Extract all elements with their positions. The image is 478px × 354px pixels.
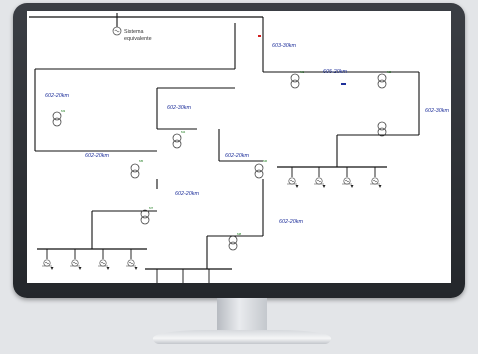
transformer-icon[interactable] <box>140 209 150 225</box>
transformer-icon[interactable] <box>290 73 300 89</box>
svg-text:M5: M5 <box>139 159 143 163</box>
equivalent-source[interactable]: Sistema equivalente <box>112 13 152 42</box>
load-group-west[interactable] <box>41 249 138 270</box>
line-label-2: 605-20km <box>323 69 347 75</box>
breaker-icon[interactable] <box>258 35 261 37</box>
transformer-icon[interactable] <box>377 73 387 89</box>
source-label-line1: Sistema <box>124 29 143 35</box>
svg-text:M7: M7 <box>149 206 153 210</box>
transformer-icon[interactable] <box>377 121 387 137</box>
svg-text:M8: M8 <box>237 232 241 236</box>
monitor-stand-neck <box>217 298 267 332</box>
svg-text:M2: M2 <box>387 70 391 74</box>
line-label-4: 602-30km <box>167 105 191 111</box>
screen-canvas[interactable]: Sistema equivalente 603-30km 605-20km M1… <box>27 11 451 283</box>
svg-text:M6: M6 <box>263 159 267 163</box>
load-icon[interactable] <box>286 177 298 185</box>
monitor-stand-base <box>153 330 331 344</box>
source-label-line2: equivalente <box>124 36 152 42</box>
transformer-icon[interactable] <box>172 133 182 149</box>
line-label-6: 602-20km <box>45 93 69 99</box>
svg-text:M1: M1 <box>300 70 304 74</box>
load-icon[interactable] <box>41 259 53 267</box>
load-icon[interactable] <box>69 259 81 267</box>
load-icon[interactable] <box>341 177 353 185</box>
transformer-icon[interactable] <box>52 111 62 127</box>
line-label-7: 602-20km <box>85 153 109 159</box>
transformer-icon[interactable] <box>254 163 264 179</box>
line-label-8: 602-20km <box>175 191 199 197</box>
line-label-1: 603-30km <box>272 43 296 49</box>
svg-text:M3: M3 <box>61 109 65 113</box>
line-label-3: 602-30km <box>425 108 449 114</box>
transformer-icon[interactable] <box>228 235 238 251</box>
line-label-9: 602-20km <box>279 219 303 225</box>
load-icon[interactable] <box>125 259 137 267</box>
transformer-icon[interactable] <box>130 163 140 179</box>
load-icon[interactable] <box>369 177 381 185</box>
load-icon[interactable] <box>97 259 109 267</box>
single-line-diagram[interactable]: Sistema equivalente 603-30km 605-20km M1… <box>27 11 451 283</box>
load-icon[interactable] <box>313 177 325 185</box>
line-marker <box>341 83 346 85</box>
svg-text:M4: M4 <box>181 130 185 134</box>
load-group-east[interactable] <box>286 167 382 188</box>
line-label-5: 602-20km <box>225 153 249 159</box>
